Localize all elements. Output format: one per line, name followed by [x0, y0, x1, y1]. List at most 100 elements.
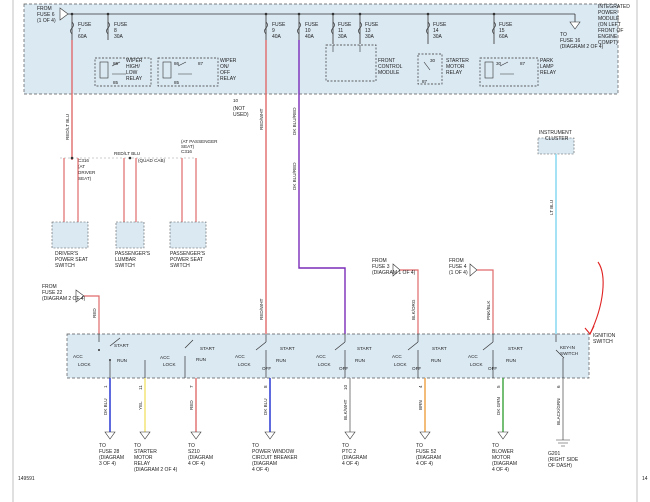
sw2-lock: LOCK [238, 362, 251, 367]
lumbar-label3: SWITCH [115, 263, 135, 269]
from-fuse22-arrow-icon [75, 289, 85, 303]
fuse-10-amp: 40A [305, 34, 315, 40]
fuse-11-num: 11 [338, 28, 343, 34]
dest8-l2: (RIGHT SIDE [548, 457, 579, 463]
wire-label-o4: DK BLU [263, 398, 268, 415]
wiper-high-low-relay: 86 85 WIPER HIGH/ LOW RELAY [94, 57, 152, 87]
fuse-14-num: 14 [433, 28, 439, 34]
pin-10: 10 [343, 384, 348, 390]
fuse-8: FUSE 8 30A [106, 12, 128, 40]
wire-label-o6: BRN [418, 400, 423, 410]
dest4-l5: 4 OF 4) [252, 467, 269, 473]
switch-group-1: START ACC LOCK RUN START ACC LOCK RUN [73, 334, 215, 378]
park-pin87: 87 [520, 61, 526, 66]
sw6-keyin1: KEY-IN [560, 345, 575, 350]
dest5-l4: 4 OF 4) [342, 461, 359, 467]
sw1b-run: RUN [196, 357, 206, 362]
wiper-oo-pin86: 86 [174, 61, 180, 66]
starter-pin30: 30 [430, 58, 436, 63]
starter-label2: MOTOR [446, 64, 465, 70]
fuse-7-label: FUSE [78, 22, 92, 28]
pin-11: 11 [138, 385, 143, 390]
from-fuse6-1: FROM [37, 6, 52, 12]
switch-group-6: KEY-IN SWITCH [555, 334, 578, 378]
wiper-on-off-relay: 86 87 85 WIPER ON/ OFF RELAY [157, 57, 237, 87]
from-fuse4-arrow-icon [469, 263, 478, 277]
wire-dk-blu-red [298, 40, 346, 334]
fcm-label2: CONTROL [378, 64, 403, 70]
driver-seat-label3: SWITCH [55, 263, 75, 269]
sw2-acc: ACC [235, 354, 245, 359]
from-fuse22-2: FUSE 22 [42, 290, 63, 296]
sw1-run: RUN [117, 358, 127, 363]
dest3-l1: TO [188, 443, 195, 449]
dest2-l5: (DIAGRAM 2 OF 4) [134, 467, 178, 473]
dest4-l2: POWER WINDOW [252, 449, 294, 455]
figure-id: 149591 [18, 476, 35, 482]
wire-label-pnk-blk: PNK/BLK [486, 300, 491, 320]
sw2-start: START [280, 346, 295, 351]
starter-pin87: 87 [422, 79, 428, 84]
pin-7: 7 [189, 385, 194, 388]
not-used-1: (NOT [233, 106, 245, 112]
fuse-14-label: FUSE [433, 22, 447, 28]
ipm-label-5: FRONT OF [598, 28, 623, 34]
ipm-label-6: ENGINE [598, 34, 618, 40]
wire-pnk-blk [477, 269, 494, 334]
pin-6: 6 [556, 385, 561, 388]
pin-labels: 1 11 7 8 10 4 5 6 [103, 384, 561, 390]
wire-label-o3: RED [189, 400, 194, 410]
wiper-oo-pin85: 85 [174, 80, 180, 85]
sw1-lock: LOCK [78, 362, 91, 367]
wiper-oo-label2: ON/ [220, 64, 230, 70]
starter-motor-relay: 30 87 STARTER MOTOR RELAY [417, 53, 469, 85]
driver-power-seat-switch: DRIVER'S POWER SEAT SWITCH [51, 221, 89, 269]
dest7-l3: MOTOR [492, 455, 511, 461]
dest8-l3: OF DASH) [548, 463, 572, 469]
sw3-lock: LOCK [318, 362, 331, 367]
fuse-10: FUSE 10 40A [297, 12, 319, 40]
ignition-label1: IGNITION [593, 333, 616, 339]
lumbar-label1: PASSENGER'S [115, 251, 151, 257]
wire-label-o5: BLK/WHT [343, 399, 348, 420]
sw4-start: START [432, 346, 447, 351]
dest7-l2: BLOWER [492, 449, 514, 455]
fuse-7-num: 7 [78, 28, 81, 34]
to-fuse16-2: FUSE 16 [560, 38, 581, 44]
dest5-l3: (DIAGRAM [342, 455, 367, 461]
dest3-l3: (DIAGRAM [188, 455, 213, 461]
from-fuse3-2: FUSE 3 [372, 264, 390, 270]
sw2-off: OFF [262, 366, 271, 371]
dest2-l1: TO [134, 443, 141, 449]
to-fuse16-3: (DIAGRAM 2 OF 4) [560, 44, 604, 50]
park-label1: PARK [540, 58, 554, 64]
wire-label-o1: DK BLU [103, 398, 108, 415]
ipm-label-3: MODULE [598, 16, 620, 22]
from-fuse22-3: (DIAGRAM 2 OF 4) [42, 296, 86, 302]
output-wire-labels: DK BLU YEL RED DK BLU BLK/WHT BRN DK GRN… [103, 397, 561, 425]
seat-s1d: SEAT) [78, 176, 92, 181]
pin-5: 5 [496, 385, 501, 388]
from-fuse4-3: (1 OF 4) [449, 270, 468, 276]
wire-label-lt-blu: LT BLU [549, 200, 554, 215]
sw5-acc: ACC [468, 354, 478, 359]
dest4-l1: TO [252, 443, 259, 449]
ipm-label-7: COMPT) [598, 40, 618, 46]
driver-seat-label2: POWER SEAT [55, 257, 88, 263]
ipm-label-1: INTEGRATED [598, 4, 630, 10]
dest1-l4: 3 OF 4) [99, 461, 116, 467]
from-fuse6-3: (1 OF 4) [37, 18, 56, 24]
dest7-l4: (DIAGRAM [492, 461, 517, 467]
wiper-hl-label3: LOW [126, 70, 138, 76]
sw1-start: START [114, 343, 129, 348]
passenger-seat-label1: PASSENGER'S [170, 251, 206, 257]
switch-group-4: START ACC LOCK RUN OFF [392, 334, 447, 378]
to-fuse16-1: TO [560, 32, 567, 38]
ground-icon [556, 439, 570, 447]
pin-4: 4 [418, 385, 423, 388]
seat-s3b: SEAT) [181, 144, 195, 149]
dest5-l1: TO [342, 443, 349, 449]
seat-s2b: (QUAD CAB) [138, 158, 166, 163]
lumbar-label2: LUMBAR [115, 257, 136, 263]
